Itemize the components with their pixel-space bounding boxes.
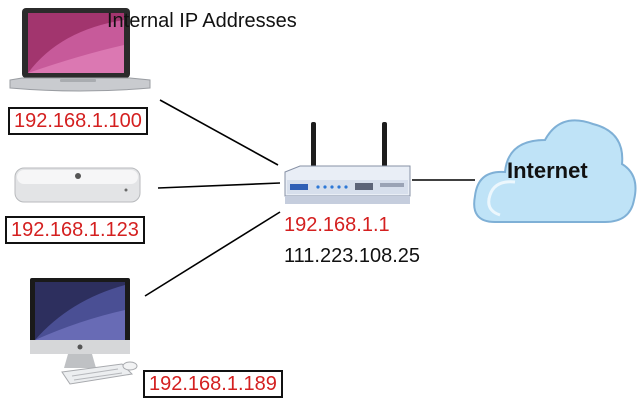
router-lan-ip: 192.168.1.1 <box>284 214 390 236</box>
all-in-one-desktop-icon <box>30 278 138 385</box>
cloud-label: Internet <box>507 158 588 183</box>
laptop-icon <box>9 8 151 92</box>
imac-link <box>144 211 281 297</box>
router-icon <box>284 122 411 204</box>
mini-desktop-icon <box>14 167 141 203</box>
mini-link <box>157 182 281 189</box>
diagram-title: Internal IP Addresses <box>107 10 297 32</box>
imac-ip-label: 192.168.1.189 <box>143 370 283 398</box>
laptop-link <box>159 99 279 166</box>
router-wan-ip: 111.223.108.25 <box>284 245 421 267</box>
internet-cloud-icon: Internet <box>473 119 637 223</box>
laptop-ip-label: 192.168.1.100 <box>8 107 148 135</box>
mini-desktop-ip-label: 192.168.1.123 <box>5 216 145 244</box>
